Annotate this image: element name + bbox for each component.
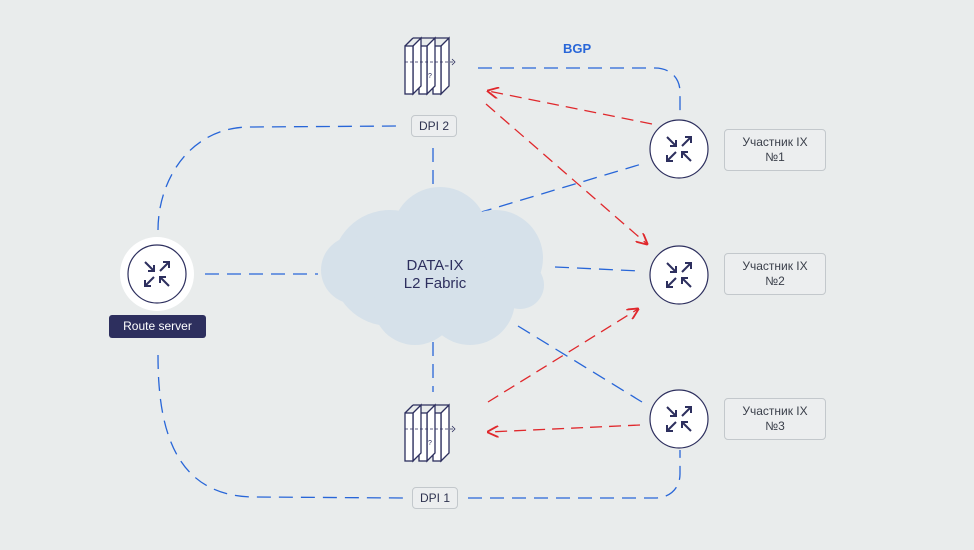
- flow-p3-dpi1: [488, 424, 641, 432]
- link-dpi2-p1: [478, 67, 681, 112]
- participant-3-number: №3: [765, 419, 785, 433]
- participant-3-box: Участник IX №3: [724, 398, 826, 440]
- fabric-label: DATA-IX L2 Fabric: [360, 257, 510, 293]
- dpi-flows: [485, 91, 653, 432]
- participant-1-number: №1: [765, 150, 785, 164]
- participant-2-name: Участник IX: [742, 259, 808, 273]
- participant-router-3: [649, 389, 709, 449]
- flow-dpi2-p2: [485, 103, 647, 244]
- link-rs-dpi2: [157, 125, 401, 231]
- participant-2-number: №2: [765, 274, 785, 288]
- route-server-label: Route server: [109, 315, 206, 338]
- participant-3-name: Участник IX: [742, 404, 808, 418]
- participant-2-box: Участник IX №2: [724, 253, 826, 295]
- link-cloud-p1: [477, 162, 646, 214]
- link-cloud-p2: [554, 266, 641, 272]
- flow-p1-dpi2: [488, 91, 653, 125]
- participant-1-box: Участник IX №1: [724, 129, 826, 171]
- link-dpi1-p3: [468, 450, 681, 499]
- participant-router-1: [649, 119, 709, 179]
- dpi2-label: DPI 2: [411, 115, 457, 137]
- dpi1-label: DPI 1: [412, 487, 458, 509]
- bgp-label: BGP: [563, 41, 592, 56]
- cloud-icon: [321, 187, 544, 345]
- bgp-links: [157, 67, 681, 499]
- participant-1-name: Участник IX: [742, 135, 808, 149]
- dpi2-server-rack-icon: [404, 37, 456, 95]
- route-server-node: [120, 237, 194, 311]
- fabric-subtitle: L2 Fabric: [403, 275, 467, 292]
- dpi1-server-rack-icon: [404, 404, 456, 462]
- fabric-title: DATA-IX: [406, 257, 464, 274]
- participant-router-2: [649, 245, 709, 305]
- flow-dpi1-p2: [487, 309, 638, 403]
- link-rs-dpi1: [157, 354, 406, 499]
- link-cloud-p3: [517, 325, 643, 403]
